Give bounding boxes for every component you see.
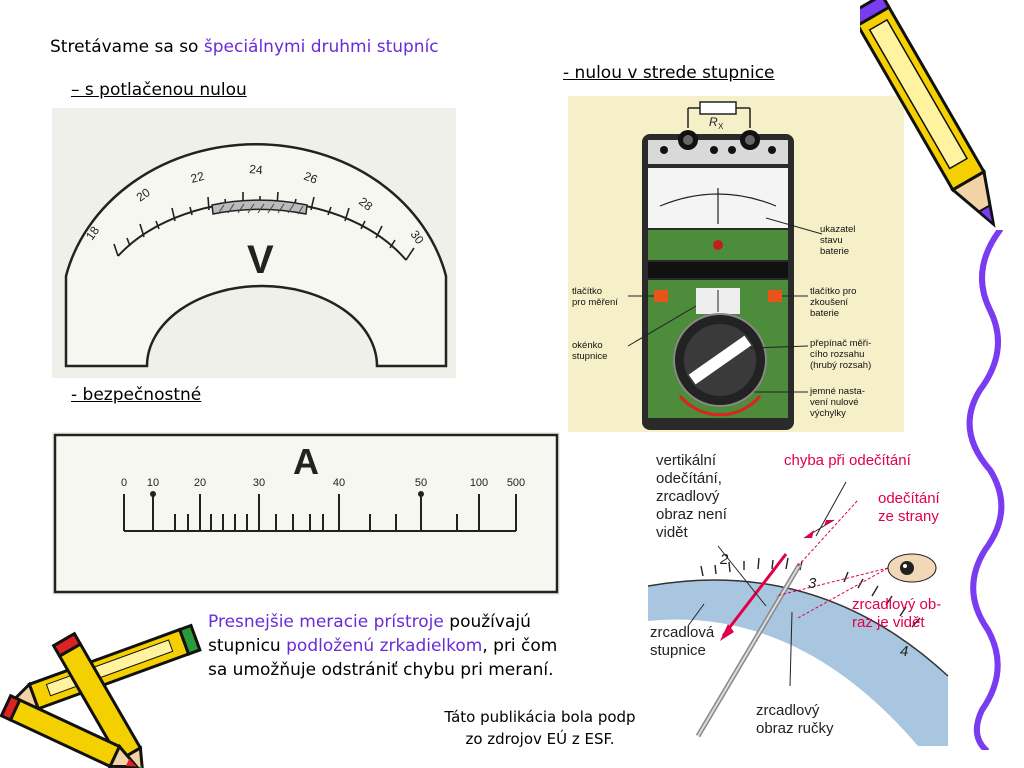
item-safety: - bezpečnostné — [71, 385, 202, 405]
label-battery-indicator: ukazatel stavu baterie — [820, 224, 856, 257]
pencils-bottom-left-icon — [0, 623, 202, 768]
label-test-button: tlačítko pro zkoušení baterie — [810, 286, 857, 319]
ammeter-tick-label: 0 — [121, 477, 127, 489]
ammeter-scale-image: 0 10 20 30 40 50 100 500 A — [52, 432, 560, 595]
mirror-number-4: 4 — [900, 643, 908, 660]
ammeter-tick-label: 10 — [147, 477, 159, 489]
label-scale-window: okénko stupnice — [572, 340, 608, 362]
voltmeter-tick-label: 26 — [302, 169, 320, 187]
label-side-reading: odečítání ze strany — [878, 490, 940, 525]
ammeter-symbol: A — [293, 441, 319, 482]
label-mirror-scale: zrcadlová stupnice — [650, 624, 715, 659]
ammeter-tick-label: 20 — [194, 477, 206, 489]
ammeter-tick-label: 30 — [253, 477, 265, 489]
multimeter-drawing: R X — [627, 101, 823, 430]
squiggle-decoration-icon — [966, 230, 1005, 750]
label-reading-error: chyba při odečítání — [784, 452, 911, 469]
mirror-scale-drawing: 2 3 4 — [648, 481, 949, 746]
label-mirror-visible: zrcadlový ob- raz je vidět — [852, 596, 942, 631]
mirror-number-3: 3 — [808, 575, 817, 592]
footer-note: Táto publikácia bola podp zo zdrojov EÚ … — [444, 708, 636, 748]
heading-highlight: špeciálnymi druhmi stupníc — [203, 37, 439, 57]
ammeter-tick-label: 40 — [333, 477, 345, 489]
voltmeter-tick-label: 22 — [189, 169, 206, 186]
voltmeter-scale-image: 18 20 22 24 26 28 30 V — [52, 108, 456, 378]
label-pointer-mirror: zrcadlový obraz ručky — [756, 702, 834, 737]
ammeter-tick-label: 50 — [415, 477, 427, 489]
voltmeter-scale-drawing: 18 20 22 24 26 28 30 V — [64, 143, 448, 368]
mirror-number-2: 2 — [719, 551, 729, 568]
item-center-zero: - nulou v strede stupnice — [563, 63, 775, 83]
item-suppressed-zero: – s potlačenou nulou — [71, 80, 247, 100]
label-range-switch: přepínač měři- cího rozsahu (hrubý rozsa… — [810, 338, 872, 371]
slide-heading: Stretávame sa so špeciálnymi druhmi stup… — [50, 37, 439, 57]
voltmeter-tick-label: 24 — [249, 162, 264, 177]
mirror-paragraph: Presnejšie meracie prístroje používajú s… — [208, 612, 558, 680]
ammeter-tick-label: 100 — [470, 477, 488, 489]
paragraph-highlight-instruments: Presnejšie meracie prístroje — [208, 612, 444, 632]
pencil-top-right-icon — [860, 0, 996, 228]
ammeter-scale-drawing: 0 10 20 30 40 50 100 500 A — [53, 433, 559, 594]
mirror-scale-diagram: 2 3 4 vertikální odečítání, zrcadlový ob… — [648, 446, 956, 746]
label-zero-adjust: jemné nasta- vení nulové výchylky — [810, 386, 865, 419]
voltmeter-symbol: V — [247, 238, 274, 282]
multimeter-image: R X — [568, 96, 904, 432]
paragraph-highlight-mirror: podloženú zrkadielkom — [286, 636, 483, 656]
resistor-label: R — [709, 115, 718, 129]
resistor-subscript: X — [718, 122, 724, 131]
label-vertical-reading: vertikální odečítání, zrcadlový obraz ne… — [656, 452, 727, 541]
label-measure-button: tlačítko pro měření — [572, 286, 618, 308]
ammeter-tick-label: 500 — [507, 477, 525, 489]
